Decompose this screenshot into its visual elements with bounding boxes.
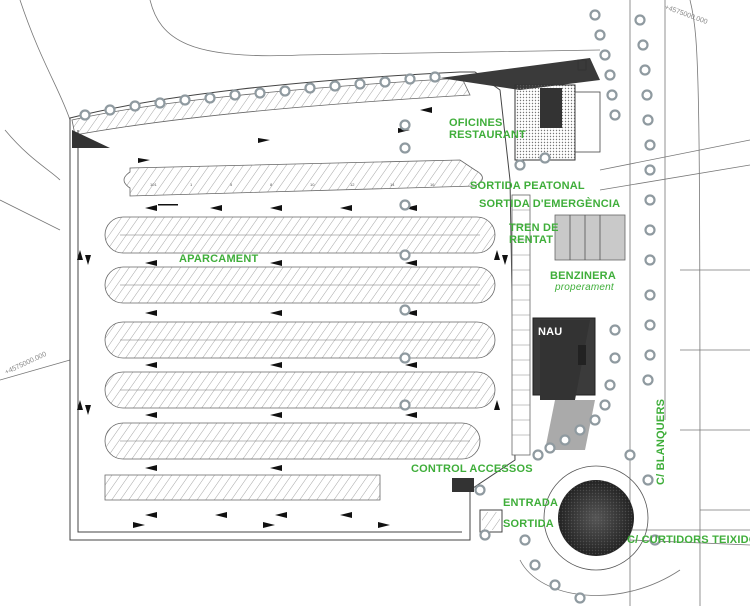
label-sortida-peatonal: SORTIDA PEATONAL [470, 180, 585, 192]
tree-icon [79, 9, 661, 604]
label-benzinera: BENZINERA [550, 270, 616, 282]
svg-text:10: 10 [310, 182, 315, 187]
traffic-arrow-icon [77, 107, 508, 528]
svg-text:12: 12 [350, 182, 355, 187]
access-control [452, 478, 503, 533]
parking-row-top [71, 77, 471, 136]
label-control-accessos: CONTROL ACCESSOS [411, 463, 533, 475]
label-properament: properament [555, 282, 614, 293]
label-oficines: OFICINES [449, 117, 503, 129]
svg-text:101: 101 [150, 182, 157, 187]
car-wash [554, 214, 626, 261]
label-nau: NAU [538, 326, 563, 338]
label-sortida: SORTIDA [503, 518, 554, 530]
space-numbers: 101 1 5 8 10 12 14 16 [150, 182, 435, 187]
svg-text:16: 16 [430, 182, 435, 187]
label-c-curtidors: C/ CURTIDORS TEIXIDORS [627, 534, 750, 546]
roundabout-icon [543, 465, 649, 571]
label-entrada: ENTRADA [503, 497, 559, 509]
svg-text:1: 1 [190, 182, 193, 187]
corner-island [72, 130, 110, 148]
vertical-strip-ticks [512, 209, 530, 436]
svg-text:14: 14 [390, 182, 395, 187]
row-dividers [120, 234, 480, 442]
svg-text:5: 5 [230, 182, 233, 187]
label-sortida-emergencia: SORTIDA D'EMERGÈNCIA [479, 198, 621, 210]
label-c-blanquers: C/ BLANQUERS [655, 398, 667, 485]
svg-text:8: 8 [270, 182, 273, 187]
warehouse [532, 317, 596, 450]
label-tren-de: TREN DE [509, 222, 559, 234]
offices-building [514, 59, 601, 161]
top-building-dark [440, 58, 600, 90]
label-restaurant: RESTAURANT [449, 129, 526, 141]
label-rentat: RENTAT [509, 234, 554, 246]
parking-rows [104, 159, 496, 501]
label-aparcament: APARCAMENT [179, 253, 259, 265]
